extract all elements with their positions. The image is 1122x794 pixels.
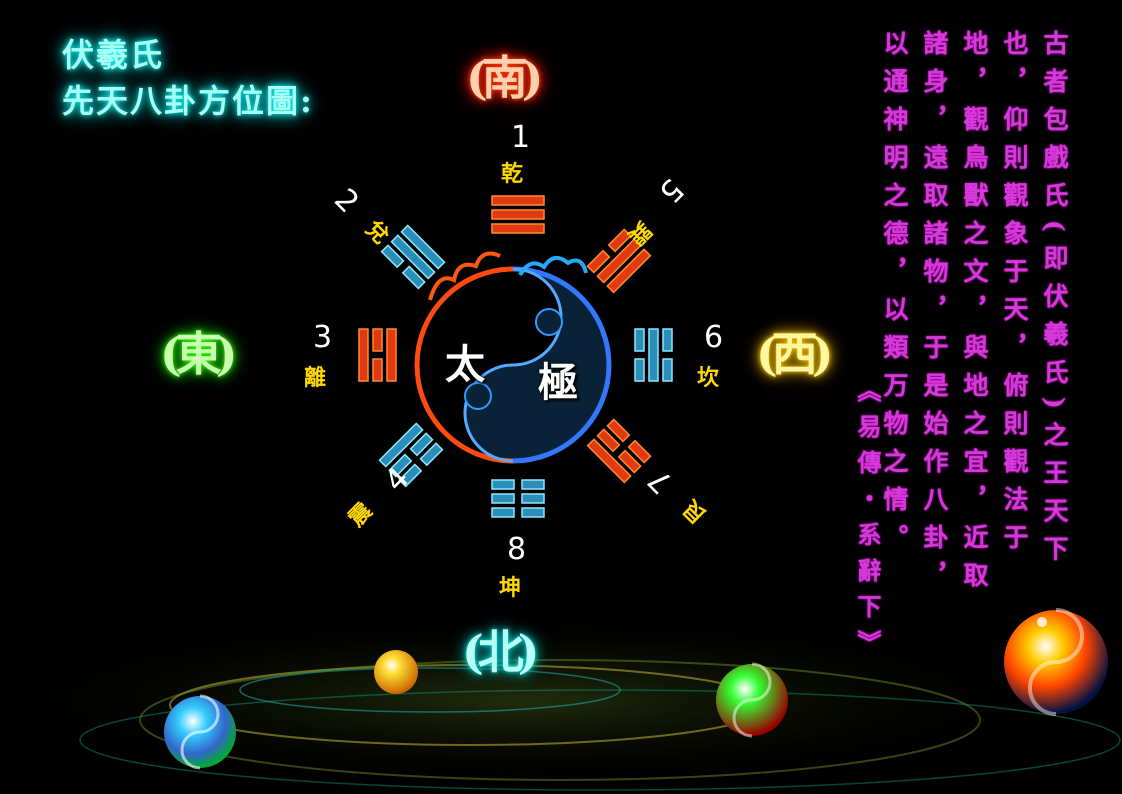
trigram-line-broken [521, 507, 545, 518]
trigram-line-broken [634, 358, 645, 382]
direction-east: (東) [160, 327, 237, 381]
direction-north: (北) [462, 625, 539, 679]
trigram-name-li: 離 [304, 365, 327, 391]
trigram-line-broken [388, 453, 413, 478]
trigram-line-broken [398, 463, 423, 488]
trigram-line-broken [491, 479, 515, 490]
trigram-line-solid [606, 248, 652, 294]
trigram-number-kun: 8 [507, 532, 527, 567]
trigram-number-kan: 6 [704, 320, 724, 355]
trigram-4-bars [378, 422, 444, 488]
trigram-line-solid [390, 234, 436, 280]
trigram-line-broken [617, 449, 642, 474]
trigram-7-bars [586, 418, 652, 484]
trigram-number-qian: 1 [511, 120, 531, 155]
trigram-line-solid [586, 438, 632, 484]
taiji-symbol [414, 251, 612, 464]
trigram-line-broken [380, 244, 405, 269]
trigram-line-solid [491, 195, 545, 206]
trigram-name-kan: 坎 [697, 365, 720, 391]
trigram-line-broken [606, 418, 631, 443]
orb-green-icon [716, 662, 788, 738]
trigram-line-solid [596, 238, 642, 284]
trigram-line-broken [419, 442, 444, 467]
trigram-6-bars [634, 328, 673, 382]
trigram-1-bars [491, 195, 545, 234]
trigram-line-solid [491, 223, 545, 234]
trigram-line-broken [372, 328, 383, 352]
taiji-label-ji: 極 [538, 359, 578, 406]
direction-south: (南) [466, 51, 543, 105]
trigram-line-broken [521, 479, 545, 490]
trigram-3-bars [358, 328, 397, 382]
trigram-line-broken [634, 328, 645, 352]
trigram-line-broken [662, 358, 673, 382]
trigram-line-solid [378, 422, 424, 468]
orb-gold-icon [374, 650, 418, 694]
trigram-5-bars [586, 228, 652, 294]
trigram-line-broken [491, 507, 515, 518]
trigram-number-li: 3 [313, 320, 333, 355]
trigram-name-kun: 坤 [499, 575, 522, 601]
trigram-line-broken [521, 493, 545, 504]
page-title: 伏羲氏 先天八卦方位圖: [62, 32, 314, 124]
quote-source: 《易傳・系辭下》 [853, 378, 882, 666]
trigram-line-broken [662, 328, 673, 352]
title-line-1: 伏羲氏 [62, 36, 165, 74]
orb-blue-icon [164, 694, 236, 770]
trigram-line-solid [491, 209, 545, 220]
direction-west: (西) [756, 327, 833, 381]
trigram-line-broken [491, 493, 515, 504]
trigram-line-solid [386, 328, 397, 382]
trigram-line-solid [400, 224, 446, 270]
trigram-line-broken [372, 358, 383, 382]
taiji-label-tai: 太 [445, 341, 485, 388]
trigram-name-qian: 乾 [501, 161, 524, 187]
trigram-2-bars [380, 224, 446, 290]
trigram-line-broken [401, 265, 426, 290]
trigram-line-solid [358, 328, 369, 382]
trigram-8-bars [491, 479, 545, 518]
trigram-line-solid [648, 328, 659, 382]
classic-quote: 古者包戲氏(即伏羲氏)之王天下也，仰則觀象于天，俯則觀法于地，觀鳥獸之文，與地之… [880, 30, 1069, 600]
trigram-line-broken [607, 228, 632, 253]
title-line-2: 先天八卦方位圖: [62, 82, 314, 120]
orb-flame-icon [1004, 608, 1108, 716]
trigram-line-broken [586, 249, 611, 274]
trigram-line-broken [409, 432, 434, 457]
trigram-line-broken [627, 439, 652, 464]
trigram-group [358, 195, 673, 518]
trigram-line-broken [596, 428, 621, 453]
